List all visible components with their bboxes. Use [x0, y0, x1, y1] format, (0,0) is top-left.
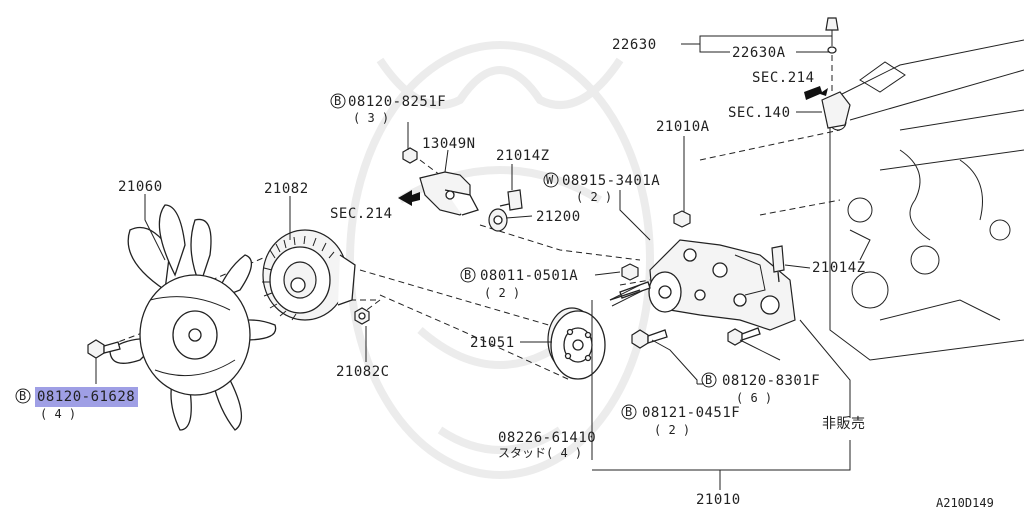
label-08226-61410[interactable]: 08226-61410: [498, 430, 596, 446]
water-pump-21010: [609, 239, 796, 331]
fan-clutch-21082: [262, 229, 356, 321]
label-21200[interactable]: 21200: [536, 209, 581, 225]
label-21082c[interactable]: 21082C: [336, 364, 390, 380]
qty-08120-8251f: ( 3 ): [353, 111, 389, 125]
label-sec214-left[interactable]: SEC.214: [330, 206, 393, 222]
label-21010a[interactable]: 21010A: [656, 119, 710, 135]
nut-21082c: [354, 307, 370, 325]
label-22630[interactable]: 22630: [612, 37, 657, 53]
cooling-fan-21060: [109, 204, 277, 431]
label-stud-note: スタッド( 4 ): [498, 446, 582, 460]
selected-part-highlight: [35, 387, 138, 407]
label-21082[interactable]: 21082: [264, 181, 309, 197]
washer-marker-text: W: [546, 173, 554, 187]
label-22630a[interactable]: 22630A: [732, 45, 786, 61]
bolt-marker-icon: [460, 267, 476, 283]
label-sec140[interactable]: SEC.140: [728, 105, 791, 121]
bolt-marker-text: B: [705, 373, 712, 387]
sec214-arrow-top: [804, 86, 828, 100]
label-08011-0501a[interactable]: 08011-0501A: [480, 268, 578, 284]
label-13049n[interactable]: 13049N: [422, 136, 476, 152]
bolt-marker-text: B: [625, 405, 632, 419]
temp-switch-22630: [821, 17, 851, 129]
label-08120-61628[interactable]: 08120-61628: [37, 389, 135, 405]
bolt-marker-text: B: [19, 389, 26, 403]
label-08121-0451f[interactable]: 08121-0451F: [642, 405, 740, 421]
stud-bolts: [609, 284, 643, 307]
thermostat-housing-13049n: [402, 147, 479, 216]
leader-lines: [95, 35, 851, 490]
engine-block: [829, 39, 1024, 361]
label-21014z-right[interactable]: 21014Z: [812, 260, 866, 276]
bolt-marker-icon: [701, 372, 717, 388]
label-21051[interactable]: 21051: [470, 335, 515, 351]
label-21010[interactable]: 21010: [696, 492, 741, 508]
label-08120-8301f[interactable]: 08120-8301F: [722, 373, 820, 389]
temp-sensor-21014z-right: [771, 245, 785, 283]
qty-08120-8301f: ( 6 ): [736, 391, 772, 405]
qty-08011-0501a: ( 2 ): [484, 286, 520, 300]
washer-marker-icon: [543, 172, 559, 188]
temp-sensor-21014z-top: [499, 189, 523, 211]
bolt-marker-text: B: [464, 268, 471, 282]
label-21060[interactable]: 21060: [118, 179, 163, 195]
bolt-marker-icon: [330, 93, 346, 109]
qty-08915-3401a: ( 2 ): [576, 190, 612, 204]
figure-code: A210D149: [936, 496, 994, 510]
qty-08120-61628: ( 4 ): [40, 407, 76, 421]
label-sec214-top[interactable]: SEC.214: [752, 70, 815, 86]
bolt-marker-text: B: [334, 94, 341, 108]
label-not-for-sale: 非販売: [822, 416, 866, 432]
bolt-marker-icon: [15, 388, 31, 404]
part-labels: 22630 22630A SEC.214 SEC.140 21010A B 08…: [15, 37, 994, 510]
bolt-marker-icon: [621, 404, 637, 420]
sec214-arrow-left: [398, 190, 420, 206]
label-21014z-top[interactable]: 21014Z: [496, 148, 550, 164]
qty-08121-0451f: ( 2 ): [654, 423, 690, 437]
label-08915-3401a[interactable]: 08915-3401A: [562, 173, 660, 189]
pulley-21051: [547, 307, 606, 380]
fan-bolt-08120-61628: [87, 339, 121, 359]
thermostat-21200: [488, 208, 508, 232]
label-08120-8251f[interactable]: 08120-8251F: [348, 94, 446, 110]
